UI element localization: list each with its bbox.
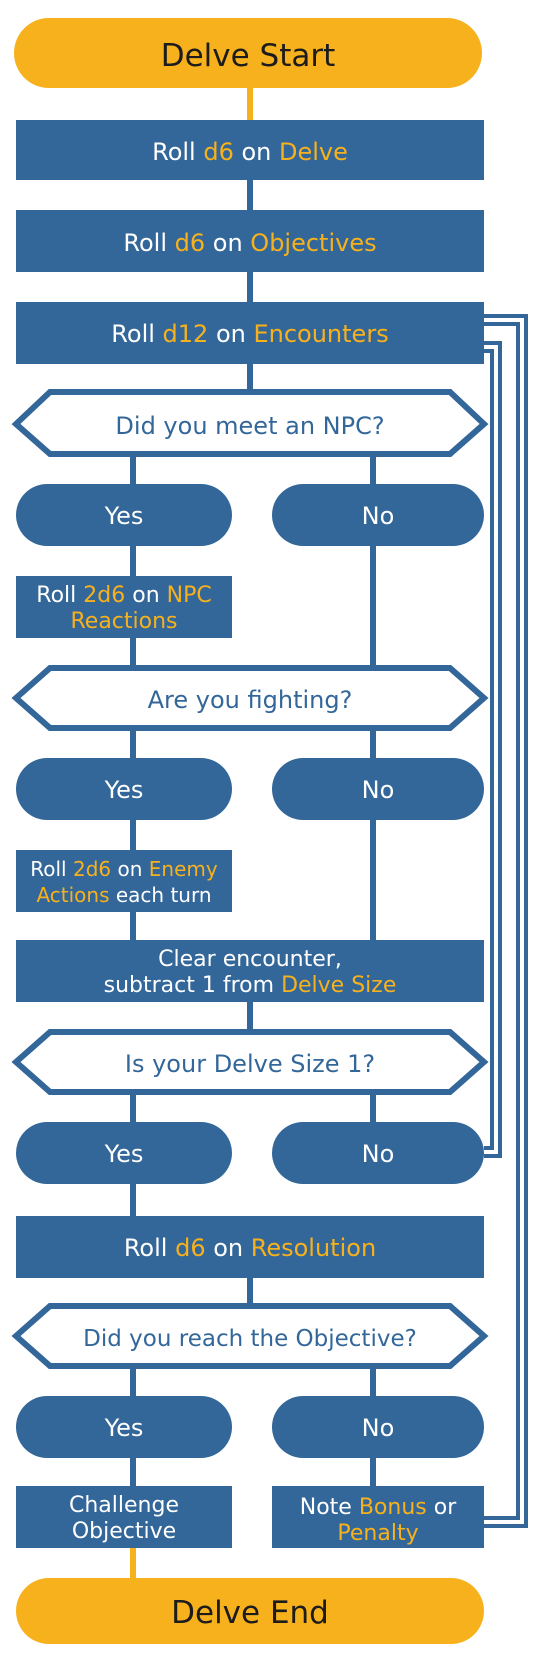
size-yes-label: Yes [104,1140,144,1168]
fight-yes-node: Yes [16,758,232,820]
roll-objectives-box [16,210,484,272]
challenge-objective-node: Challenge Objective [16,1486,232,1548]
roll-delve-node: Roll d6 on Delve [16,120,484,180]
objective-no-node: No [272,1396,484,1458]
question-objective-label: Did you reach the Objective? [83,1326,417,1352]
roll-delve-box [16,120,484,180]
delve-start-pill [14,18,482,88]
npc-no-label: No [362,502,395,530]
question-npc-hexagon [11,389,489,457]
objective-no-pill [272,1396,484,1458]
roll-objectives-text: Roll d6 on Objectives [123,229,376,257]
note-bonus-penalty-box [272,1486,484,1548]
question-size-hexagon [11,1029,489,1095]
fight-yes-label: Yes [104,776,144,804]
note-bonus-penalty-node: Note Bonus or Penalty [272,1486,484,1548]
enemy-actions-line2: Actions each turn [36,883,211,907]
objective-yes-pill [16,1396,232,1458]
question-objective-node: Did you reach the Objective? [11,1303,489,1369]
npc-reactions-line2: Reactions [70,609,177,634]
delve-end-node: Delve End [16,1578,484,1644]
delve-start-node: Delve Start [14,18,482,88]
roll-resolution-box [16,1216,484,1278]
npc-reactions-box [16,576,232,638]
fight-no-node: No [272,758,484,820]
question-fight-label: Are you fighting? [148,686,353,714]
roll-objectives-node: Roll d6 on Objectives [16,210,484,272]
npc-reactions-node: Roll 2d6 on NPC Reactions [16,576,232,638]
enemy-actions-node: Roll 2d6 on Enemy Actions each turn [16,850,232,912]
npc-no-pill [272,484,484,546]
challenge-objective-line2: Objective [72,1519,176,1544]
npc-yes-node: Yes [16,484,232,546]
npc-yes-pill [16,484,232,546]
objective-yes-node: Yes [16,1396,232,1458]
size-no-pill [272,1122,484,1184]
challenge-objective-line1: Challenge [69,1493,179,1518]
npc-yes-label: Yes [104,502,144,530]
question-objective-hexagon [11,1303,489,1369]
size-no-label: No [362,1140,395,1168]
loop-note-to-encounters [484,314,528,1528]
clear-encounter-box [16,940,484,1002]
question-npc-label: Did you meet an NPC? [115,412,384,440]
connectors [130,88,376,1578]
clear-encounter-line1: Clear encounter, [158,947,342,972]
question-size-node: Is your Delve Size 1? [11,1029,489,1095]
challenge-objective-box [16,1486,232,1548]
roll-encounters-text: Roll d12 on Encounters [111,320,388,348]
roll-resolution-node: Roll d6 on Resolution [16,1216,484,1278]
roll-delve-text: Roll d6 on Delve [152,138,348,166]
objective-no-label: No [362,1414,395,1442]
delve-end-label: Delve End [171,1595,329,1631]
loop-connectors [484,314,528,1528]
question-fight-hexagon [11,665,489,731]
npc-no-node: No [272,484,484,546]
size-yes-pill [16,1122,232,1184]
enemy-actions-box [16,850,232,912]
delve-start-label: Delve Start [161,38,336,74]
fight-no-label: No [362,776,395,804]
question-fight-node: Are you fighting? [11,665,489,731]
roll-resolution-text: Roll d6 on Resolution [124,1234,376,1262]
size-no-node: No [272,1122,484,1184]
clear-encounter-node: Clear encounter, subtract 1 from Delve S… [16,940,484,1002]
roll-encounters-node: Roll d12 on Encounters [16,302,484,364]
roll-encounters-box [16,302,484,364]
enemy-actions-line1: Roll 2d6 on Enemy [30,857,218,881]
objective-yes-label: Yes [104,1414,144,1442]
note-bonus-penalty-line2: Penalty [337,1521,418,1546]
note-bonus-penalty-line1: Note Bonus or [300,1495,457,1520]
delve-end-pill [16,1578,484,1644]
npc-reactions-line1: Roll 2d6 on NPC [36,583,211,608]
size-yes-node: Yes [16,1122,232,1184]
fight-no-pill [272,758,484,820]
fight-yes-pill [16,758,232,820]
clear-encounter-line2: subtract 1 from Delve Size [104,973,397,998]
question-size-label: Is your Delve Size 1? [125,1050,375,1078]
question-npc-node: Did you meet an NPC? [11,389,489,457]
